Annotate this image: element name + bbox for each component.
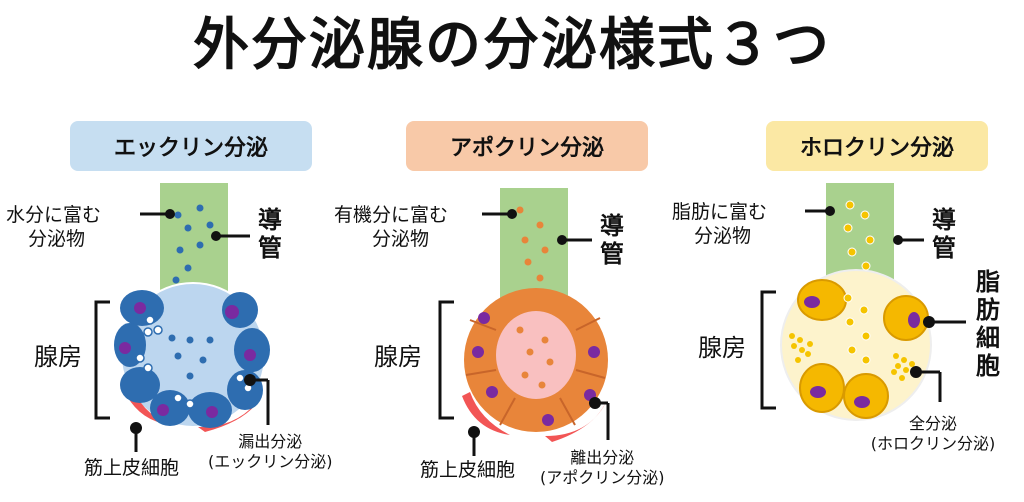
- holocrine-chamber-label: 腺房: [698, 334, 746, 362]
- apocrine-header: アポクリン分泌: [406, 121, 648, 171]
- holocrine-secretion-label: 脂肪に富む 分泌物: [672, 201, 768, 247]
- holocrine-fat-cell-label: 脂 肪 細 胞: [976, 268, 1000, 380]
- holocrine-mode-label: 全分泌 (ホロクリン分泌): [870, 414, 996, 453]
- apocrine-cell-borders: [465, 317, 606, 426]
- eccrine-secretion-dots: [168, 204, 214, 380]
- holocrine-fat-droplets: [789, 333, 915, 381]
- holocrine-header: ホロクリン分泌: [766, 121, 988, 171]
- apocrine-duct-label: 導管: [600, 212, 624, 268]
- apocrine-nuclei: [472, 312, 600, 426]
- eccrine-vacuoles: [135, 315, 253, 409]
- eccrine-myoepithelial-label: 筋上皮細胞: [84, 457, 180, 479]
- apocrine-diagram: [438, 188, 610, 456]
- apocrine-myoepithelial-cell: [462, 392, 510, 435]
- apocrine-myoepithelial-cell: [545, 400, 607, 442]
- apocrine-mode-label: 離出分泌 (アポクリン分泌): [540, 448, 665, 487]
- eccrine-diagram: [94, 183, 270, 452]
- eccrine-header: エックリン分泌: [70, 121, 312, 171]
- apocrine-myoepithelial-label: 筋上皮細胞: [420, 459, 516, 481]
- eccrine-chamber-label: 腺房: [34, 343, 82, 371]
- apocrine-secretion-dots: [516, 206, 554, 389]
- page-title: 外分泌腺の分泌様式３つ: [193, 13, 831, 78]
- eccrine-nuclei: [119, 302, 256, 418]
- holocrine-secretion-dots: [843, 200, 875, 365]
- holocrine-diagram: [760, 183, 966, 421]
- holocrine-nuclei: [804, 296, 920, 408]
- eccrine-duct-label: 導管: [258, 206, 282, 262]
- eccrine-secretion-label: 水分に富む 分泌物: [6, 204, 102, 250]
- apocrine-secretion-label: 有機分に富む 分泌物: [334, 204, 449, 250]
- holocrine-duct-label: 導管: [932, 206, 956, 262]
- apocrine-chamber-label: 腺房: [374, 343, 422, 371]
- apocrine-duct: [500, 188, 568, 308]
- eccrine-mode-label: 漏出分泌 (エックリン分泌): [208, 432, 333, 471]
- eccrine-myoepithelial-cell: [198, 395, 262, 432]
